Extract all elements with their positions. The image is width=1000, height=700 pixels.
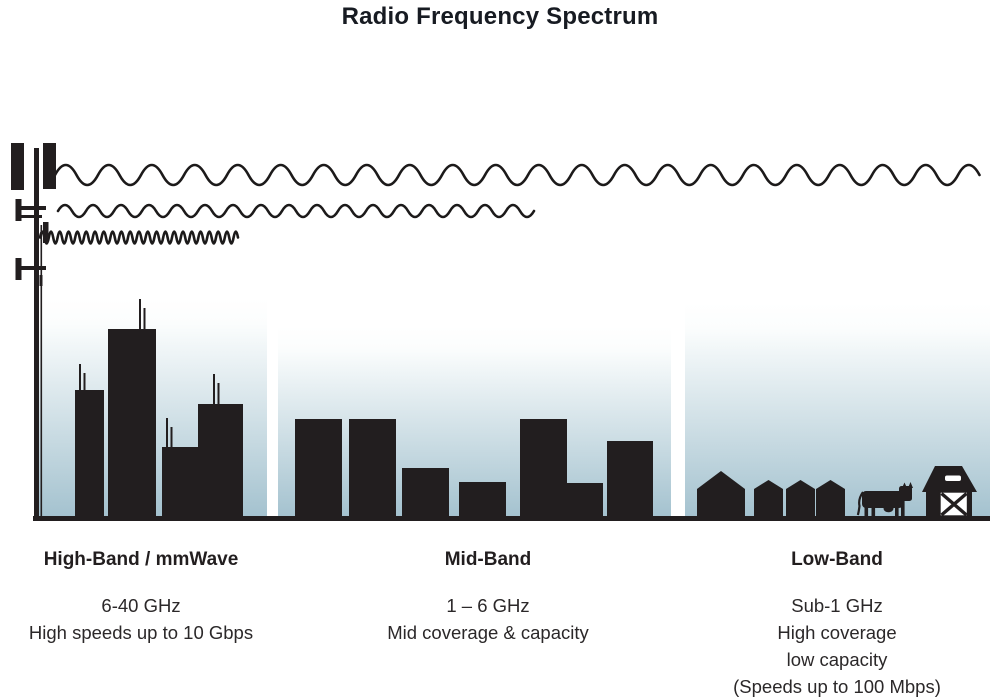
house-icon — [786, 480, 815, 517]
skyscraper — [108, 329, 156, 517]
town-skyline-icon — [295, 419, 653, 517]
cow-tail — [856, 491, 864, 516]
medium-wave-icon — [56, 203, 536, 219]
high-band-frequency: 6-40 GHz — [101, 595, 181, 616]
mid-band-coverage: Mid coverage & capacity — [387, 622, 589, 643]
tower-antenna-panel — [11, 143, 24, 190]
tower-stub — [39, 275, 43, 286]
low-band-heading: Low-Band — [791, 549, 883, 570]
low-band-capacity: low capacity — [786, 649, 888, 670]
building — [402, 468, 449, 517]
tower-crossarm — [18, 215, 42, 218]
low-band-speed: (Speeds up to 100 Mbps) — [733, 676, 941, 697]
house-icon — [816, 480, 845, 517]
city-skyline-icon — [75, 299, 243, 517]
high-band-description: 6-40 GHz High speeds up to 10 Gbps — [16, 592, 266, 646]
cow-icon — [856, 482, 913, 517]
barn-loft-vent — [945, 475, 961, 481]
mid-band-heading: Mid-Band — [444, 549, 532, 570]
building — [295, 419, 342, 517]
tower-antenna-panel — [15, 258, 22, 280]
building — [567, 483, 603, 517]
skyscraper — [198, 404, 243, 517]
low-band-frequency: Sub-1 GHz — [791, 595, 883, 616]
mid-band-frequency: 1 – 6 GHz — [446, 595, 530, 616]
cow-leg — [864, 504, 869, 517]
tower-antenna-panel — [43, 222, 49, 243]
cow-leg — [895, 504, 899, 517]
cow-body — [862, 491, 903, 508]
tower-antenna-panel — [43, 143, 56, 189]
skyscraper — [162, 447, 198, 517]
mid-band-label: Mid-Band 1 – 6 GHz Mid coverage & capaci… — [363, 549, 613, 646]
building — [607, 441, 653, 517]
long-wave-icon — [53, 163, 981, 187]
barn-icon — [922, 466, 977, 518]
house-icon — [697, 471, 745, 517]
tower-antenna-panel — [15, 199, 22, 221]
spectrum-graphic — [11, 143, 990, 521]
rural-scene — [697, 466, 977, 518]
high-band-heading: High-Band / mmWave — [43, 549, 239, 570]
low-band-label: Low-Band Sub-1 GHz High coverage low cap… — [703, 549, 971, 700]
skyscraper — [75, 390, 104, 517]
high-band-label: High-Band / mmWave 6-40 GHz High speeds … — [16, 549, 266, 646]
cow-leg — [871, 504, 876, 517]
low-band-coverage: High coverage — [777, 622, 897, 643]
cow-horn — [908, 482, 913, 488]
cow-leg — [901, 500, 905, 517]
cow-udder — [883, 504, 894, 513]
cell-tower-icon — [11, 143, 56, 520]
tower-mast — [34, 148, 39, 520]
building — [520, 419, 567, 517]
mid-band-description: 1 – 6 GHz Mid coverage & capacity — [363, 592, 613, 646]
rooftop-antennas — [79, 299, 220, 448]
short-wave-icon — [38, 230, 240, 245]
house-icon — [754, 480, 783, 517]
barn-door — [938, 490, 970, 518]
high-band-speed: High speeds up to 10 Gbps — [28, 622, 254, 643]
ground-line — [33, 516, 990, 521]
cow-head — [899, 486, 912, 501]
cow-horn — [902, 482, 907, 488]
building — [349, 419, 396, 517]
low-band-description: Sub-1 GHz High coverage low capacity (Sp… — [703, 592, 971, 700]
page-title: Radio Frequency Spectrum — [341, 3, 659, 30]
tower-leg — [40, 225, 43, 517]
building — [459, 482, 506, 517]
tower-crossarm — [18, 206, 46, 210]
tower-crossarm — [18, 266, 46, 270]
